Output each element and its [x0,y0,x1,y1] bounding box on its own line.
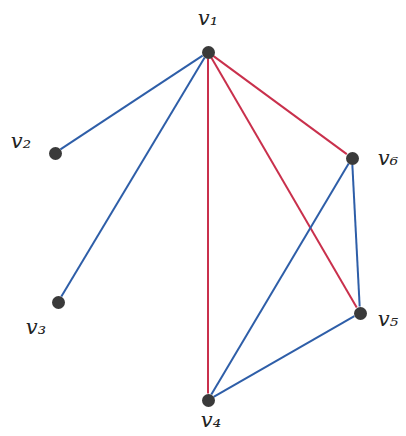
vertex-label: v₂ [11,131,31,152]
vertex-dot: v₂ [49,147,62,160]
vertex-label: v₁ [198,8,218,29]
vertex-dot: v₄ [202,394,215,407]
graph-edge [207,59,209,394]
graph-edge [352,164,359,306]
vertex-dot: v₁ [202,46,215,59]
vertex-label: v₃ [26,317,46,338]
graph-edge [61,58,204,297]
vertex-label: v₅ [378,309,398,330]
graph-edge [211,58,356,308]
graph-edge [213,56,347,154]
vertex-dot: v₅ [354,307,367,320]
graph-edge [60,56,202,150]
vertex-dot: v₆ [346,152,359,165]
vertex-label: v₄ [201,410,221,431]
vertex-label: v₆ [378,148,398,169]
vertex-dot: v₃ [52,296,65,309]
graph-edge [214,316,355,397]
